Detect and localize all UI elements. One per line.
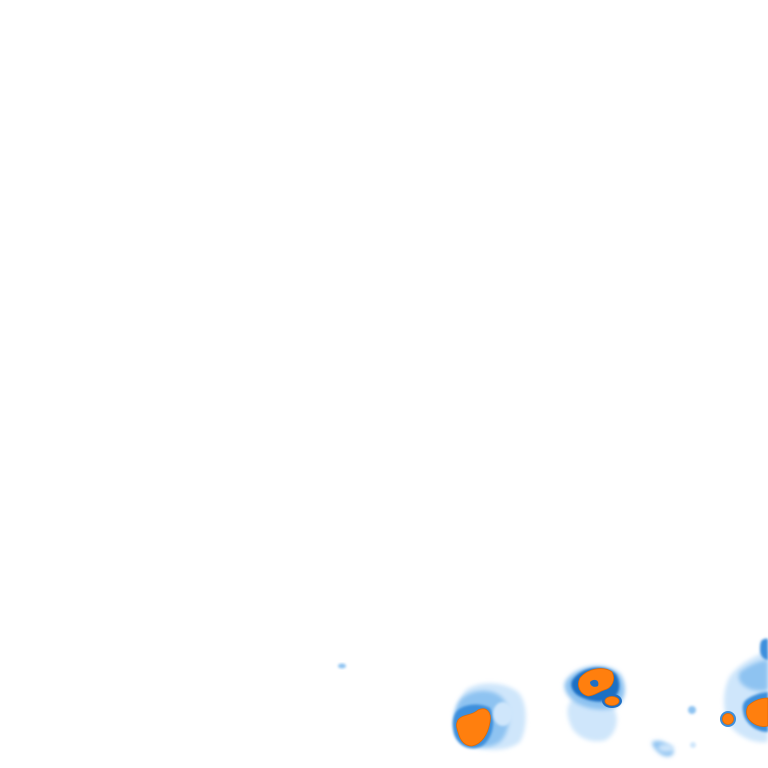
storm-cell-1 xyxy=(452,683,526,750)
storm-cell-2 xyxy=(564,666,625,742)
echo-high xyxy=(746,697,768,727)
echo-low-light xyxy=(658,744,674,752)
storm-cell-3 xyxy=(720,638,768,743)
echo-low xyxy=(688,706,696,714)
echo-low-light xyxy=(493,702,513,726)
echo-med xyxy=(760,638,768,660)
echo-low-light xyxy=(690,742,696,748)
echo-high xyxy=(604,696,620,706)
echo-high xyxy=(722,713,734,725)
echo-med-dark xyxy=(590,679,599,687)
echo-speck xyxy=(338,663,346,669)
echo-high xyxy=(456,708,491,747)
echo-low xyxy=(738,660,768,691)
storm-cell-5 xyxy=(658,744,674,752)
